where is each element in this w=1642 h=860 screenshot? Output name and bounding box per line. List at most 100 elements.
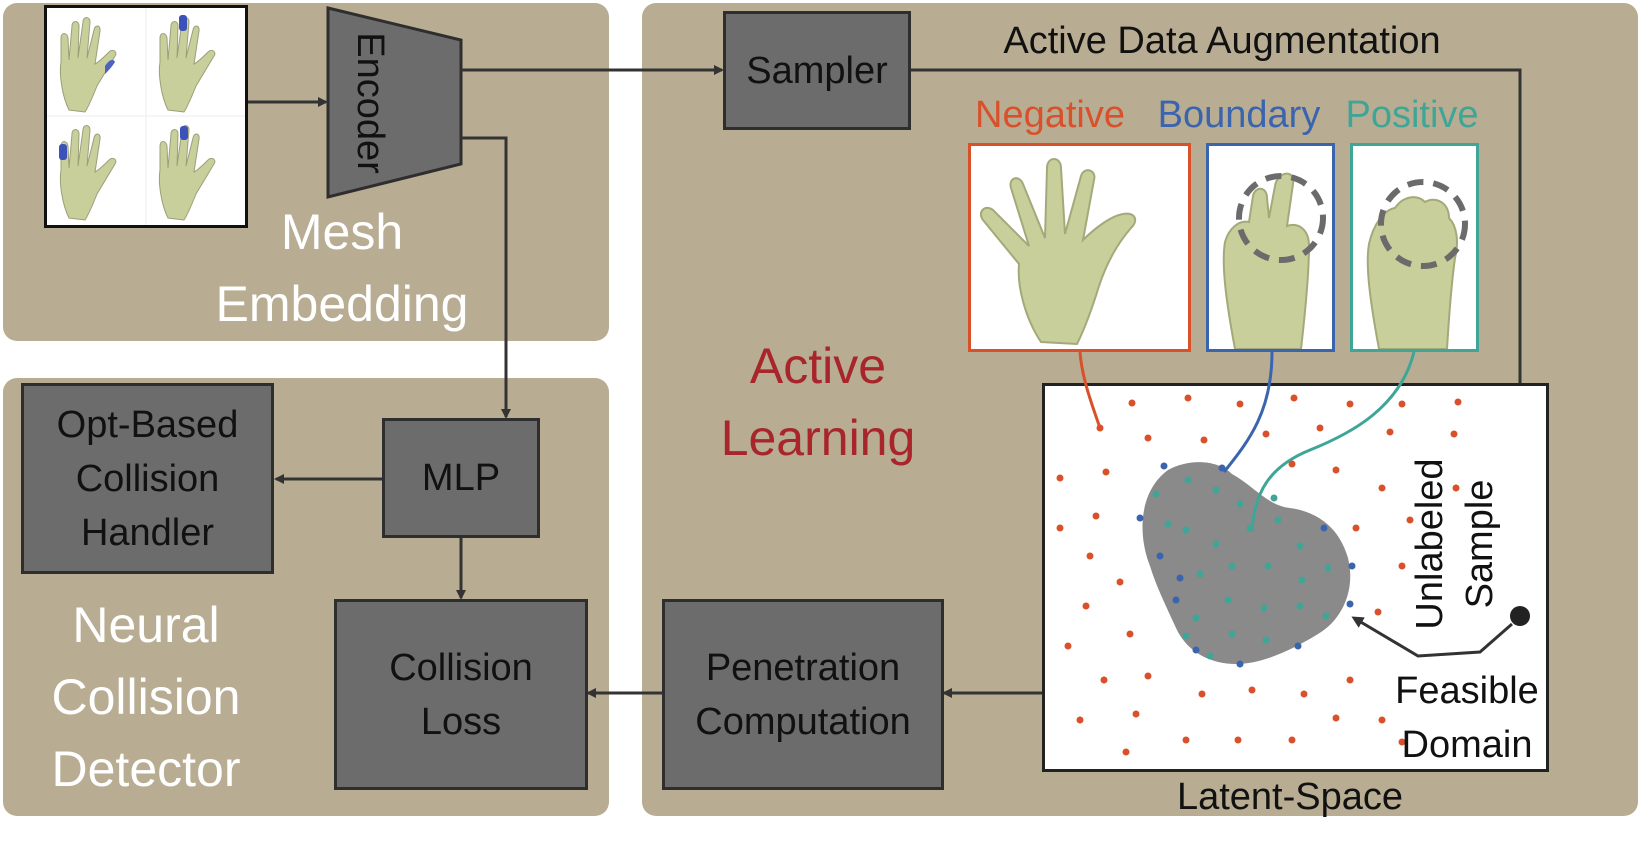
- encoder-block: [326, 6, 463, 199]
- collision-loss-label: Collision Loss: [389, 646, 533, 743]
- boundary-example-frame: [1206, 143, 1335, 352]
- positive-sample-dot: [1196, 570, 1204, 578]
- negative-sample-dot: [1126, 630, 1134, 638]
- mlp-box: MLP: [382, 418, 540, 538]
- negative-sample-dot: [1236, 400, 1244, 408]
- negative-sample-dot: [1290, 394, 1298, 402]
- negative-sample-dot: [1288, 460, 1296, 468]
- negative-sample-dot: [1398, 562, 1406, 570]
- positive-sample-dot: [1322, 612, 1330, 620]
- boundary-sample-dot: [1136, 514, 1144, 522]
- boundary-sample-dot: [1294, 642, 1302, 650]
- negative-sample-dot: [1198, 690, 1206, 698]
- negative-sample-dot: [1082, 602, 1090, 610]
- unlabeled-sample-point: [1510, 606, 1530, 626]
- positive-hand-image: [1366, 179, 1468, 349]
- active-data-augmentation-label: Active Data Augmentation: [1003, 20, 1441, 62]
- negative-sample-dot: [1184, 394, 1192, 402]
- negative-sample-dot: [1378, 716, 1386, 724]
- neural-collision-detector-title: Neural Collision Detector: [51, 597, 241, 797]
- boundary-sample-dot: [1156, 552, 1164, 560]
- sampler-label: Sampler: [746, 49, 888, 92]
- negative-sample-dot: [1102, 468, 1110, 476]
- positive-sample-dot: [1296, 542, 1304, 550]
- positive-sample-dot: [1270, 494, 1278, 502]
- hand-thumbnail-grid: [44, 5, 248, 228]
- negative-sample-dot: [1056, 474, 1064, 482]
- positive-sample-dot: [1184, 476, 1192, 484]
- active-learning-title: Active Learning: [720, 338, 916, 466]
- negative-sample-dot: [1300, 690, 1308, 698]
- negative-sample-dot: [1116, 578, 1124, 586]
- boundary-sample-dot: [1348, 562, 1356, 570]
- boundary-sample-dot: [1176, 574, 1184, 582]
- negative-sample-dot: [1086, 552, 1094, 560]
- negative-sample-dot: [1182, 736, 1190, 744]
- negative-sample-dot: [1398, 738, 1406, 746]
- negative-sample-dot: [1122, 748, 1130, 756]
- boundary-sample-dot: [1160, 462, 1168, 470]
- boundary-hand-image: [1222, 172, 1326, 349]
- mlp-label: MLP: [421, 457, 501, 499]
- negative-connector: [1078, 351, 1102, 429]
- positive-connector: [1250, 351, 1416, 533]
- positive-sample-dot: [1228, 630, 1236, 638]
- negative-sample-dot: [1144, 672, 1152, 680]
- feasible-domain-pointer: [1351, 616, 1513, 658]
- boundary-sample-dot: [1192, 646, 1200, 654]
- positive-sample-dot: [1224, 596, 1232, 604]
- negative-sample-dot: [1100, 676, 1108, 684]
- negative-sample-dot: [1386, 428, 1394, 436]
- arrow-encoder-to-mlp: [461, 136, 511, 419]
- negative-sample-dot: [1076, 716, 1084, 724]
- negative-sample-dot: [1200, 436, 1208, 444]
- positive-sample-dot: [1296, 602, 1304, 610]
- positive-sample-dot: [1274, 516, 1282, 524]
- positive-sample-dot: [1236, 500, 1244, 508]
- negative-sample-dot: [1132, 710, 1140, 718]
- negative-sample-dot: [1056, 524, 1064, 532]
- negative-sample-dot: [1450, 430, 1458, 438]
- negative-sample-dot: [1316, 424, 1324, 432]
- positive-sample-dot: [1260, 604, 1268, 612]
- positive-sample-dot: [1182, 526, 1190, 534]
- negative-sample-dot: [1378, 484, 1386, 492]
- feasible-region: [1142, 462, 1351, 664]
- negative-sample-dot: [1288, 736, 1296, 744]
- negative-sample-dot: [1332, 466, 1340, 474]
- latent-space-label: Latent-Space: [1176, 776, 1404, 818]
- sampler-box: Sampler: [723, 11, 911, 130]
- negative-sample-dot: [1144, 434, 1152, 442]
- negative-sample-dot: [1128, 399, 1136, 407]
- penetration-computation-box: Penetration Computation: [662, 599, 944, 790]
- negative-sample-dot: [1454, 398, 1462, 406]
- positive-sample-dot: [1264, 562, 1272, 570]
- boundary-sample-dot: [1218, 464, 1226, 472]
- negative-sample-dot: [1346, 676, 1354, 684]
- negative-sample-dot: [1092, 512, 1100, 520]
- positive-sample-dot: [1298, 576, 1306, 584]
- boundary-sample-dot: [1320, 524, 1328, 532]
- positive-sample-dot: [1262, 636, 1270, 644]
- negative-label: Negative: [975, 94, 1125, 136]
- negative-sample-dot: [1234, 736, 1242, 744]
- boundary-label: Boundary: [1157, 94, 1321, 136]
- boundary-sample-dot: [1172, 596, 1180, 604]
- collision-loss-box: Collision Loss: [334, 599, 588, 790]
- mesh-embedding-title: Mesh Embedding: [215, 204, 469, 332]
- negative-sample-dot: [1096, 424, 1104, 432]
- boundary-sample-dot: [1346, 600, 1354, 608]
- negative-example-frame: [968, 143, 1191, 352]
- opt-based-collision-handler-label: Opt-Based Collision Handler: [56, 403, 239, 554]
- unlabeled-sample-text: Unlabeled Sample: [1409, 458, 1501, 630]
- positive-sample-dot: [1206, 652, 1214, 660]
- negative-sample-dot: [1352, 524, 1360, 532]
- positive-sample-dot: [1246, 524, 1254, 532]
- opt-based-collision-handler-box: Opt-Based Collision Handler: [21, 383, 274, 574]
- negative-sample-dot: [1248, 686, 1256, 694]
- positive-sample-dot: [1324, 564, 1332, 572]
- negative-sample-dot: [1374, 608, 1382, 616]
- positive-label: Positive: [1345, 94, 1479, 136]
- negative-sample-dot: [1346, 400, 1354, 408]
